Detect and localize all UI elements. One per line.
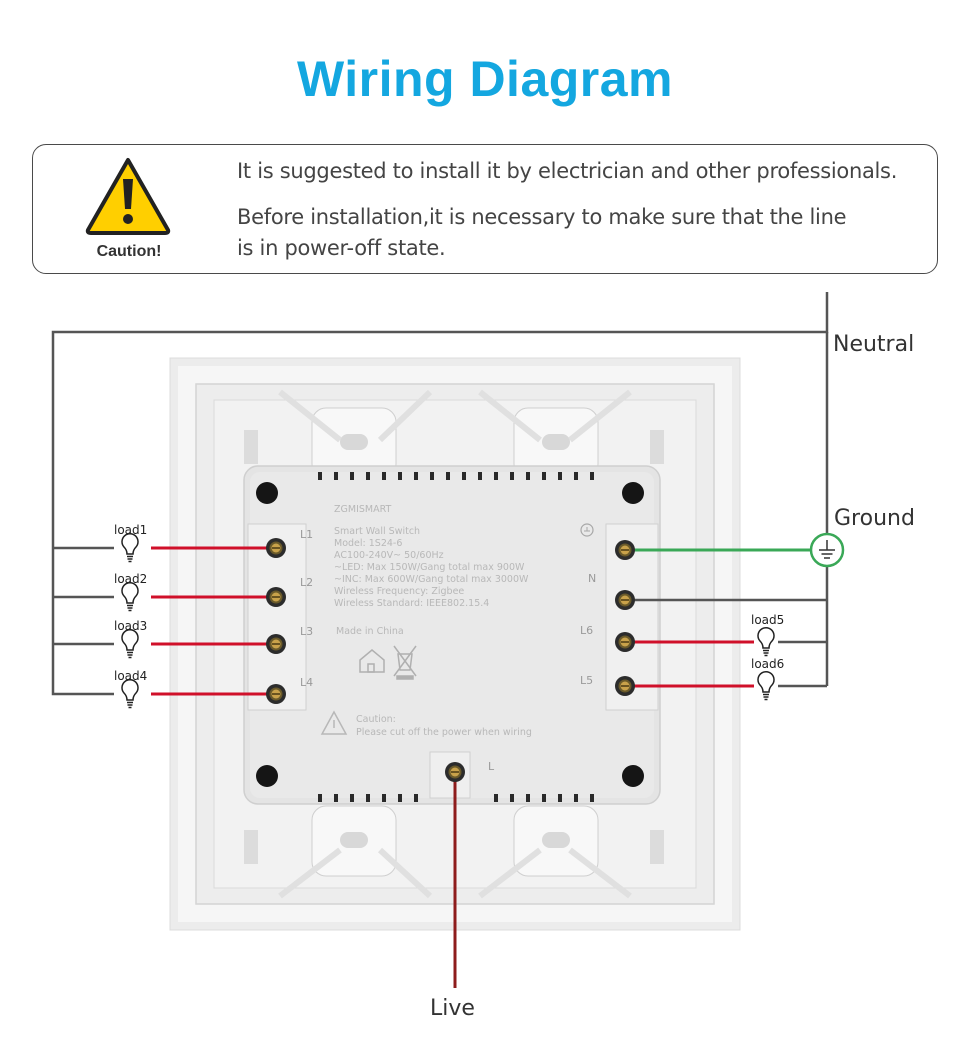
vent-slot [494,794,498,802]
vent-slot [526,472,530,480]
load4-label: load4 [114,669,147,683]
page-title: Wiring Diagram [296,51,674,107]
bulb-icon [121,678,139,709]
module-voltage: AC100-240V~ 50/60Hz [334,550,444,561]
vent-slot [558,472,562,480]
vent-slot [350,472,354,480]
vent-slot [590,472,594,480]
module-model: Model: 1S24-6 [334,538,402,549]
vent-slot [318,794,322,802]
home-icon [359,649,385,673]
vent-slot [334,794,338,802]
bulb-icon [757,626,775,657]
ground-wire [628,532,845,568]
vent-slot [382,472,386,480]
switch-module: ZGMISMART Smart Wall Switch Model: 1S24-… [243,465,661,805]
vent-slot [318,472,322,480]
load1-bulb: load1 [114,523,147,563]
vent-slot [446,472,450,480]
load3-bulb: load3 [114,619,147,659]
terminal-label-l1: L1 [300,528,313,541]
vent-slot [334,472,338,480]
vent-slot [510,472,514,480]
load-wires [151,546,754,696]
terminal-label-n: N [588,572,596,585]
caution-note-2: Before installation,it is necessary to m… [237,205,847,229]
vent-slot [494,472,498,480]
module-origin: Made in China [336,626,404,637]
terminal-label-l6: L6 [580,624,593,637]
vent-slot [366,472,370,480]
bulb-icon [121,628,139,659]
ground-terminal-mark-icon [580,523,594,537]
bulb-icon [757,670,775,701]
vent-slot [558,794,562,802]
load4-bulb: load4 [114,669,147,709]
caution-note-1: It is suggested to install it by electri… [237,159,898,183]
load5-bulb: load5 [751,613,784,657]
vent-slot [366,794,370,802]
vent-slot [574,472,578,480]
vent-slot [398,794,402,802]
terminal-label-l: L [488,760,495,773]
vent-slot [414,794,418,802]
ground-symbol-icon [809,532,845,568]
terminal-label-l2: L2 [300,576,313,589]
terminal-label-l4: L4 [300,676,313,689]
vent-slot [510,794,514,802]
vent-slot [542,794,546,802]
caution-panel: Caution! It is suggested to install it b… [32,144,938,274]
ground-label: Ground [834,506,915,531]
neutral-label: Neutral [833,332,914,357]
terminal-label-l3: L3 [300,625,313,638]
vent-slot [542,472,546,480]
module-standard: Wireless Standard: IEEE802.15.4 [334,598,489,609]
bulb-icon [121,532,139,563]
module-name: Smart Wall Switch [334,526,420,537]
load6-bulb: load6 [751,657,784,701]
vent-slot [590,794,594,802]
vent-slot [382,794,386,802]
neutral-wiring [51,292,829,696]
vent-slot [430,472,434,480]
vent-slot [350,794,354,802]
warning-icon [85,158,171,235]
vent-slot [526,794,530,802]
vent-slot [414,472,418,480]
terminal-label-l5: L5 [580,674,593,687]
module-brand: ZGMISMART [334,504,392,515]
bulb-icon [121,581,139,612]
load3-label: load3 [114,619,147,633]
load6-label: load6 [751,657,784,671]
load2-bulb: load2 [114,572,147,612]
module-caution-title: Caution: [356,714,396,725]
recycle-bin-icon [393,645,417,680]
module-caution-text: Please cut off the power when wiring [356,727,532,738]
module-frequency: Wireless Frequency: Zigbee [334,586,464,597]
live-label: Live [430,996,475,1021]
vent-slot [398,472,402,480]
module-warning-icon [320,710,348,735]
vent-slot [478,472,482,480]
load1-label: load1 [114,523,147,537]
vent-slot [462,472,466,480]
caution-note-3: is in power-off state. [237,236,446,260]
vent-slot [574,794,578,802]
caution-label: Caution! [96,243,162,260]
module-led-rating: ~LED: Max 150W/Gang total max 900W [334,562,525,573]
load2-label: load2 [114,572,147,586]
load5-label: load5 [751,613,784,627]
module-inc-rating: ~INC: Max 600W/Gang total max 3000W [334,574,529,585]
